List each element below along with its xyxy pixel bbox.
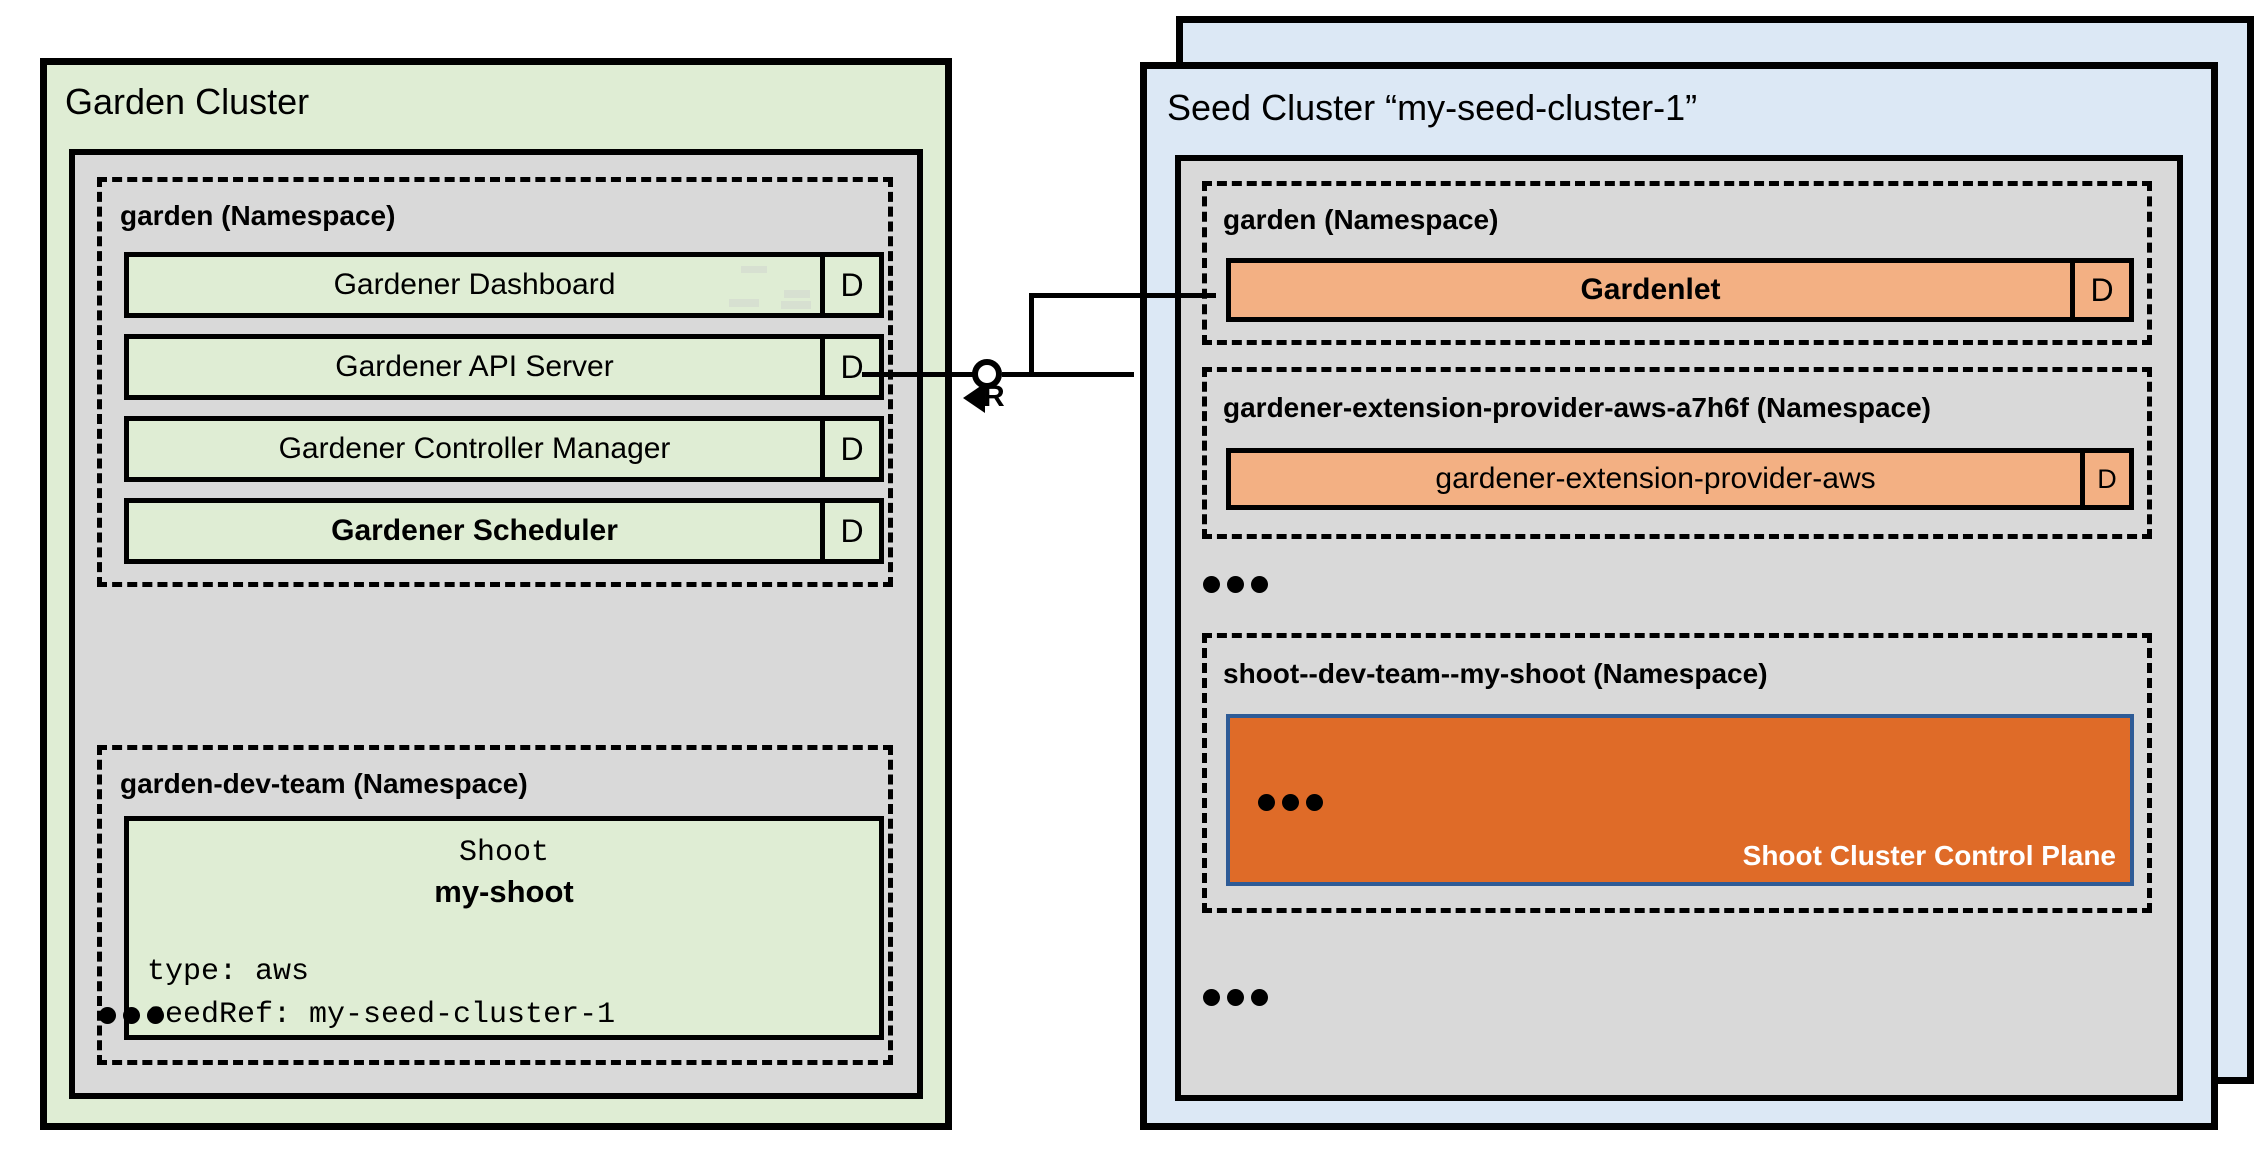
seed-namespace-shoot-title: shoot--dev-team--my-shoot (Namespace) xyxy=(1223,658,1768,689)
garden-namespace-garden-title: garden (Namespace) xyxy=(120,200,396,231)
shoot-resource-name: my-shoot xyxy=(434,873,574,909)
shoot-cluster-control-plane[interactable]: Shoot Cluster Control Plane xyxy=(1226,714,2134,886)
garden-component-gardener-scheduler-label: Gardener Scheduler xyxy=(331,514,618,547)
connector-segment-d xyxy=(1029,293,1216,298)
control-plane-label: Shoot Cluster Control Plane xyxy=(1742,840,2116,871)
required-interface-arrow-icon xyxy=(963,383,985,413)
seed-namespace-garden: garden (Namespace) Gardenlet D xyxy=(1202,181,2152,345)
garden-component-gardener-scheduler[interactable]: Gardener Scheduler D xyxy=(124,498,884,564)
seed-namespace-garden-title: garden (Namespace) xyxy=(1223,204,1499,235)
dashboard-artifact-4 xyxy=(781,301,811,309)
garden-namespace-garden: garden (Namespace) Gardener Dashboard D … xyxy=(97,177,893,587)
seed-more-indicator-bottom xyxy=(1203,989,1268,1006)
dashboard-artifact-3 xyxy=(729,299,759,307)
shoot-resource-kind: Shoot xyxy=(458,836,549,870)
garden-component-gardener-dashboard-label: Gardener Dashboard xyxy=(333,268,616,301)
garden-namespace-garden-dev-team: garden-dev-team (Namespace) Shoot my-sho… xyxy=(97,745,893,1065)
garden-component-gardener-controller-manager[interactable]: Gardener Controller Manager D xyxy=(124,416,884,482)
seed-component-gardenlet-label: Gardenlet xyxy=(1580,273,1721,306)
shoot-resource-spec: type: aws seedRef: my-seed-cluster-1 xyxy=(147,955,616,1032)
garden-component-gardener-api-server-label: Gardener API Server xyxy=(335,350,614,383)
garden-component-gardener-scheduler-deployment-marker: D xyxy=(820,503,879,559)
seed-more-indicator-middle xyxy=(1203,576,1268,593)
garden-cluster-frame: Garden Cluster garden (Namespace) Garden… xyxy=(40,58,952,1130)
seed-namespace-shoot-dev-team-my-shoot: shoot--dev-team--my-shoot (Namespace) Sh… xyxy=(1202,633,2152,913)
connector-segment-a xyxy=(862,372,974,377)
garden-component-gardener-dashboard[interactable]: Gardener Dashboard D xyxy=(124,252,884,318)
seed-cluster-frame: Seed Cluster “my-seed-cluster-1” garden … xyxy=(1140,62,2218,1130)
seed-cluster-title: Seed Cluster “my-seed-cluster-1” xyxy=(1167,87,1698,128)
garden-component-gardener-api-server-deployment-marker: D xyxy=(820,339,879,395)
garden-component-gardener-dashboard-deployment-marker: D xyxy=(820,257,879,313)
garden-component-gardener-controller-manager-deployment-marker: D xyxy=(820,421,879,477)
garden-component-gardener-controller-manager-label: Gardener Controller Manager xyxy=(278,432,671,465)
seed-namespace-extension-provider-aws-title: gardener-extension-provider-aws-a7h6f (N… xyxy=(1223,392,1931,423)
seed-component-extension-provider-aws-deployment-marker: D xyxy=(2080,453,2129,505)
dashboard-artifact-2 xyxy=(784,290,810,298)
seed-component-gardenlet-deployment-marker: D xyxy=(2070,263,2129,317)
required-interface-label: R xyxy=(983,380,1005,413)
garden-more-indicator-bottom xyxy=(99,1007,164,1024)
seed-component-extension-provider-aws[interactable]: gardener-extension-provider-aws D xyxy=(1226,448,2134,510)
garden-namespace-garden-dev-team-title: garden-dev-team (Namespace) xyxy=(120,768,528,799)
shoot-resource-card[interactable]: Shoot my-shoot type: aws seedRef: my-see… xyxy=(124,816,884,1040)
seed-namespace-extension-provider-aws: gardener-extension-provider-aws-a7h6f (N… xyxy=(1202,367,2152,539)
garden-node-area: garden (Namespace) Gardener Dashboard D … xyxy=(69,149,923,1099)
seed-node-area: garden (Namespace) Gardenlet D gardener-… xyxy=(1175,155,2183,1101)
garden-cluster-title: Garden Cluster xyxy=(65,81,310,122)
dashboard-artifact-1 xyxy=(741,266,767,273)
seed-component-extension-provider-aws-label: gardener-extension-provider-aws xyxy=(1435,462,1876,495)
connector-segment-b xyxy=(1002,372,1134,377)
control-plane-more-indicator xyxy=(1258,794,1323,811)
seed-component-gardenlet[interactable]: Gardenlet D xyxy=(1226,258,2134,322)
connector-segment-c xyxy=(1029,293,1034,377)
garden-component-gardener-api-server[interactable]: Gardener API Server D xyxy=(124,334,884,400)
